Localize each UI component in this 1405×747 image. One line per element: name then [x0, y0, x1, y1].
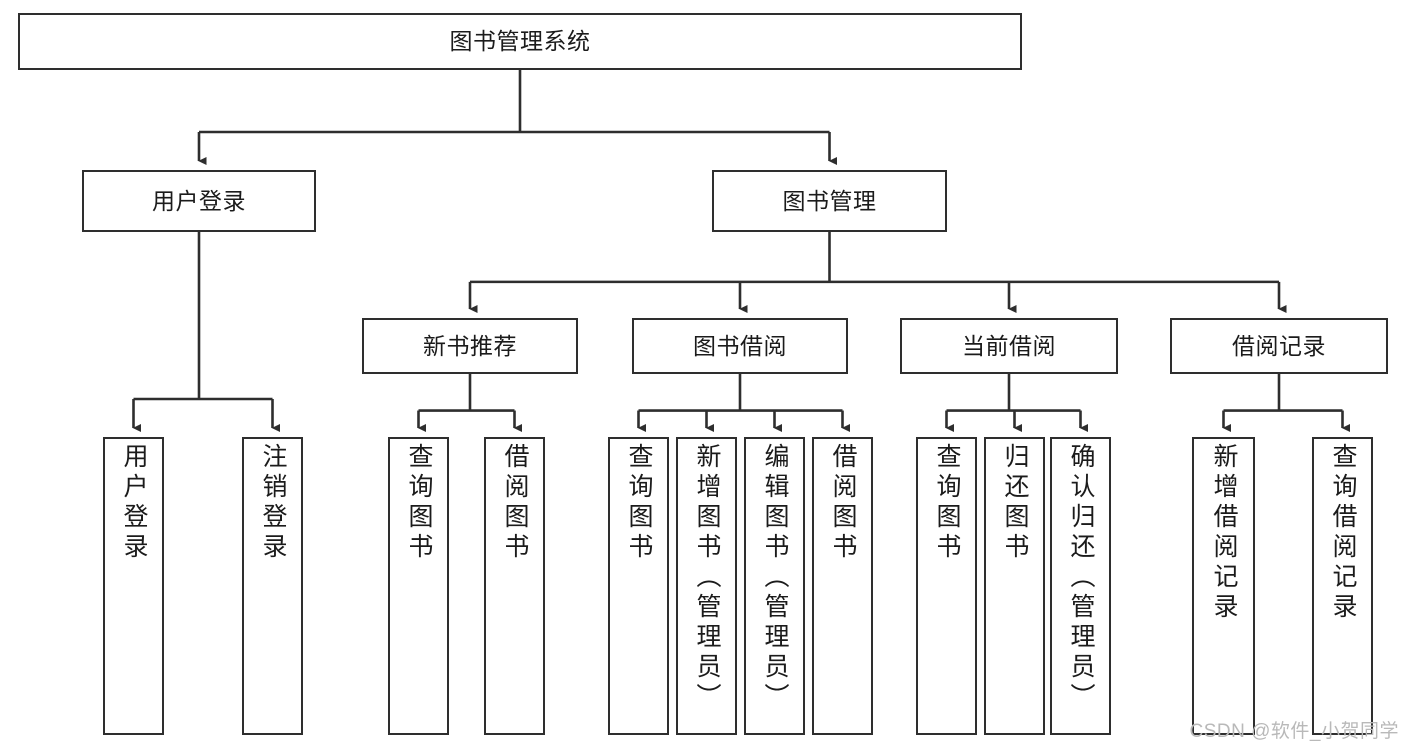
node-leaf-borrow-borrow-book[interactable]: 借阅图书 — [812, 437, 873, 735]
node-leaf-current-confirm-return[interactable]: 确认归还（管理员） — [1050, 437, 1111, 735]
node-leaf-current-query-book[interactable]: 查询图书 — [916, 437, 977, 735]
node-label: 借阅图书 — [829, 443, 857, 563]
node-label: 借阅图书 — [501, 443, 529, 563]
node-label: 图书管理系统 — [449, 28, 591, 55]
node-label: 图书借阅 — [693, 332, 787, 359]
node-leaf-current-return-book[interactable]: 归还图书 — [984, 437, 1045, 735]
node-user-login[interactable]: 用户登录 — [82, 170, 316, 232]
node-label: 用户登录 — [152, 187, 246, 214]
node-leaf-record-query[interactable]: 查询借阅记录 — [1312, 437, 1373, 735]
node-label: 查询图书 — [405, 443, 433, 563]
csdn-watermark: CSDN @软件_小贺同学 — [1189, 721, 1399, 742]
node-label: 当前借阅 — [962, 332, 1056, 359]
node-book-manage[interactable]: 图书管理 — [712, 170, 947, 232]
node-leaf-logout[interactable]: 注销登录 — [242, 437, 303, 735]
node-leaf-record-add[interactable]: 新增借阅记录 — [1192, 437, 1255, 735]
node-label: 用户登录 — [120, 443, 148, 563]
node-leaf-borrow-add-book[interactable]: 新增图书（管理员） — [676, 437, 737, 735]
node-leaf-user-login[interactable]: 用户登录 — [103, 437, 164, 735]
node-label: 注销登录 — [259, 443, 287, 563]
node-leaf-borrow-edit-book[interactable]: 编辑图书（管理员） — [744, 437, 805, 735]
node-leaf-borrow-query-book[interactable]: 查询图书 — [608, 437, 669, 735]
node-label: 借阅记录 — [1232, 332, 1326, 359]
edge-group — [132, 70, 1351, 433]
node-root[interactable]: 图书管理系统 — [18, 13, 1022, 70]
node-current-borrow[interactable]: 当前借阅 — [900, 318, 1118, 374]
node-label: 查询借阅记录 — [1329, 443, 1357, 623]
node-label: 图书管理 — [782, 187, 877, 214]
node-label: 新增图书（管理员） — [693, 443, 721, 713]
node-label: 查询图书 — [933, 443, 961, 563]
node-label: 新书推荐 — [423, 332, 517, 359]
node-leaf-recommend-borrow-book[interactable]: 借阅图书 — [484, 437, 545, 735]
node-label: 编辑图书（管理员） — [761, 443, 789, 713]
node-new-book-recommend[interactable]: 新书推荐 — [362, 318, 578, 374]
node-borrow-record[interactable]: 借阅记录 — [1170, 318, 1388, 374]
node-book-borrow[interactable]: 图书借阅 — [632, 318, 848, 374]
node-label: 确认归还（管理员） — [1067, 443, 1095, 713]
node-leaf-recommend-query-book[interactable]: 查询图书 — [388, 437, 449, 735]
node-label: 新增借阅记录 — [1210, 443, 1238, 623]
node-label: 归还图书 — [1001, 443, 1029, 563]
node-label: 查询图书 — [625, 443, 653, 563]
